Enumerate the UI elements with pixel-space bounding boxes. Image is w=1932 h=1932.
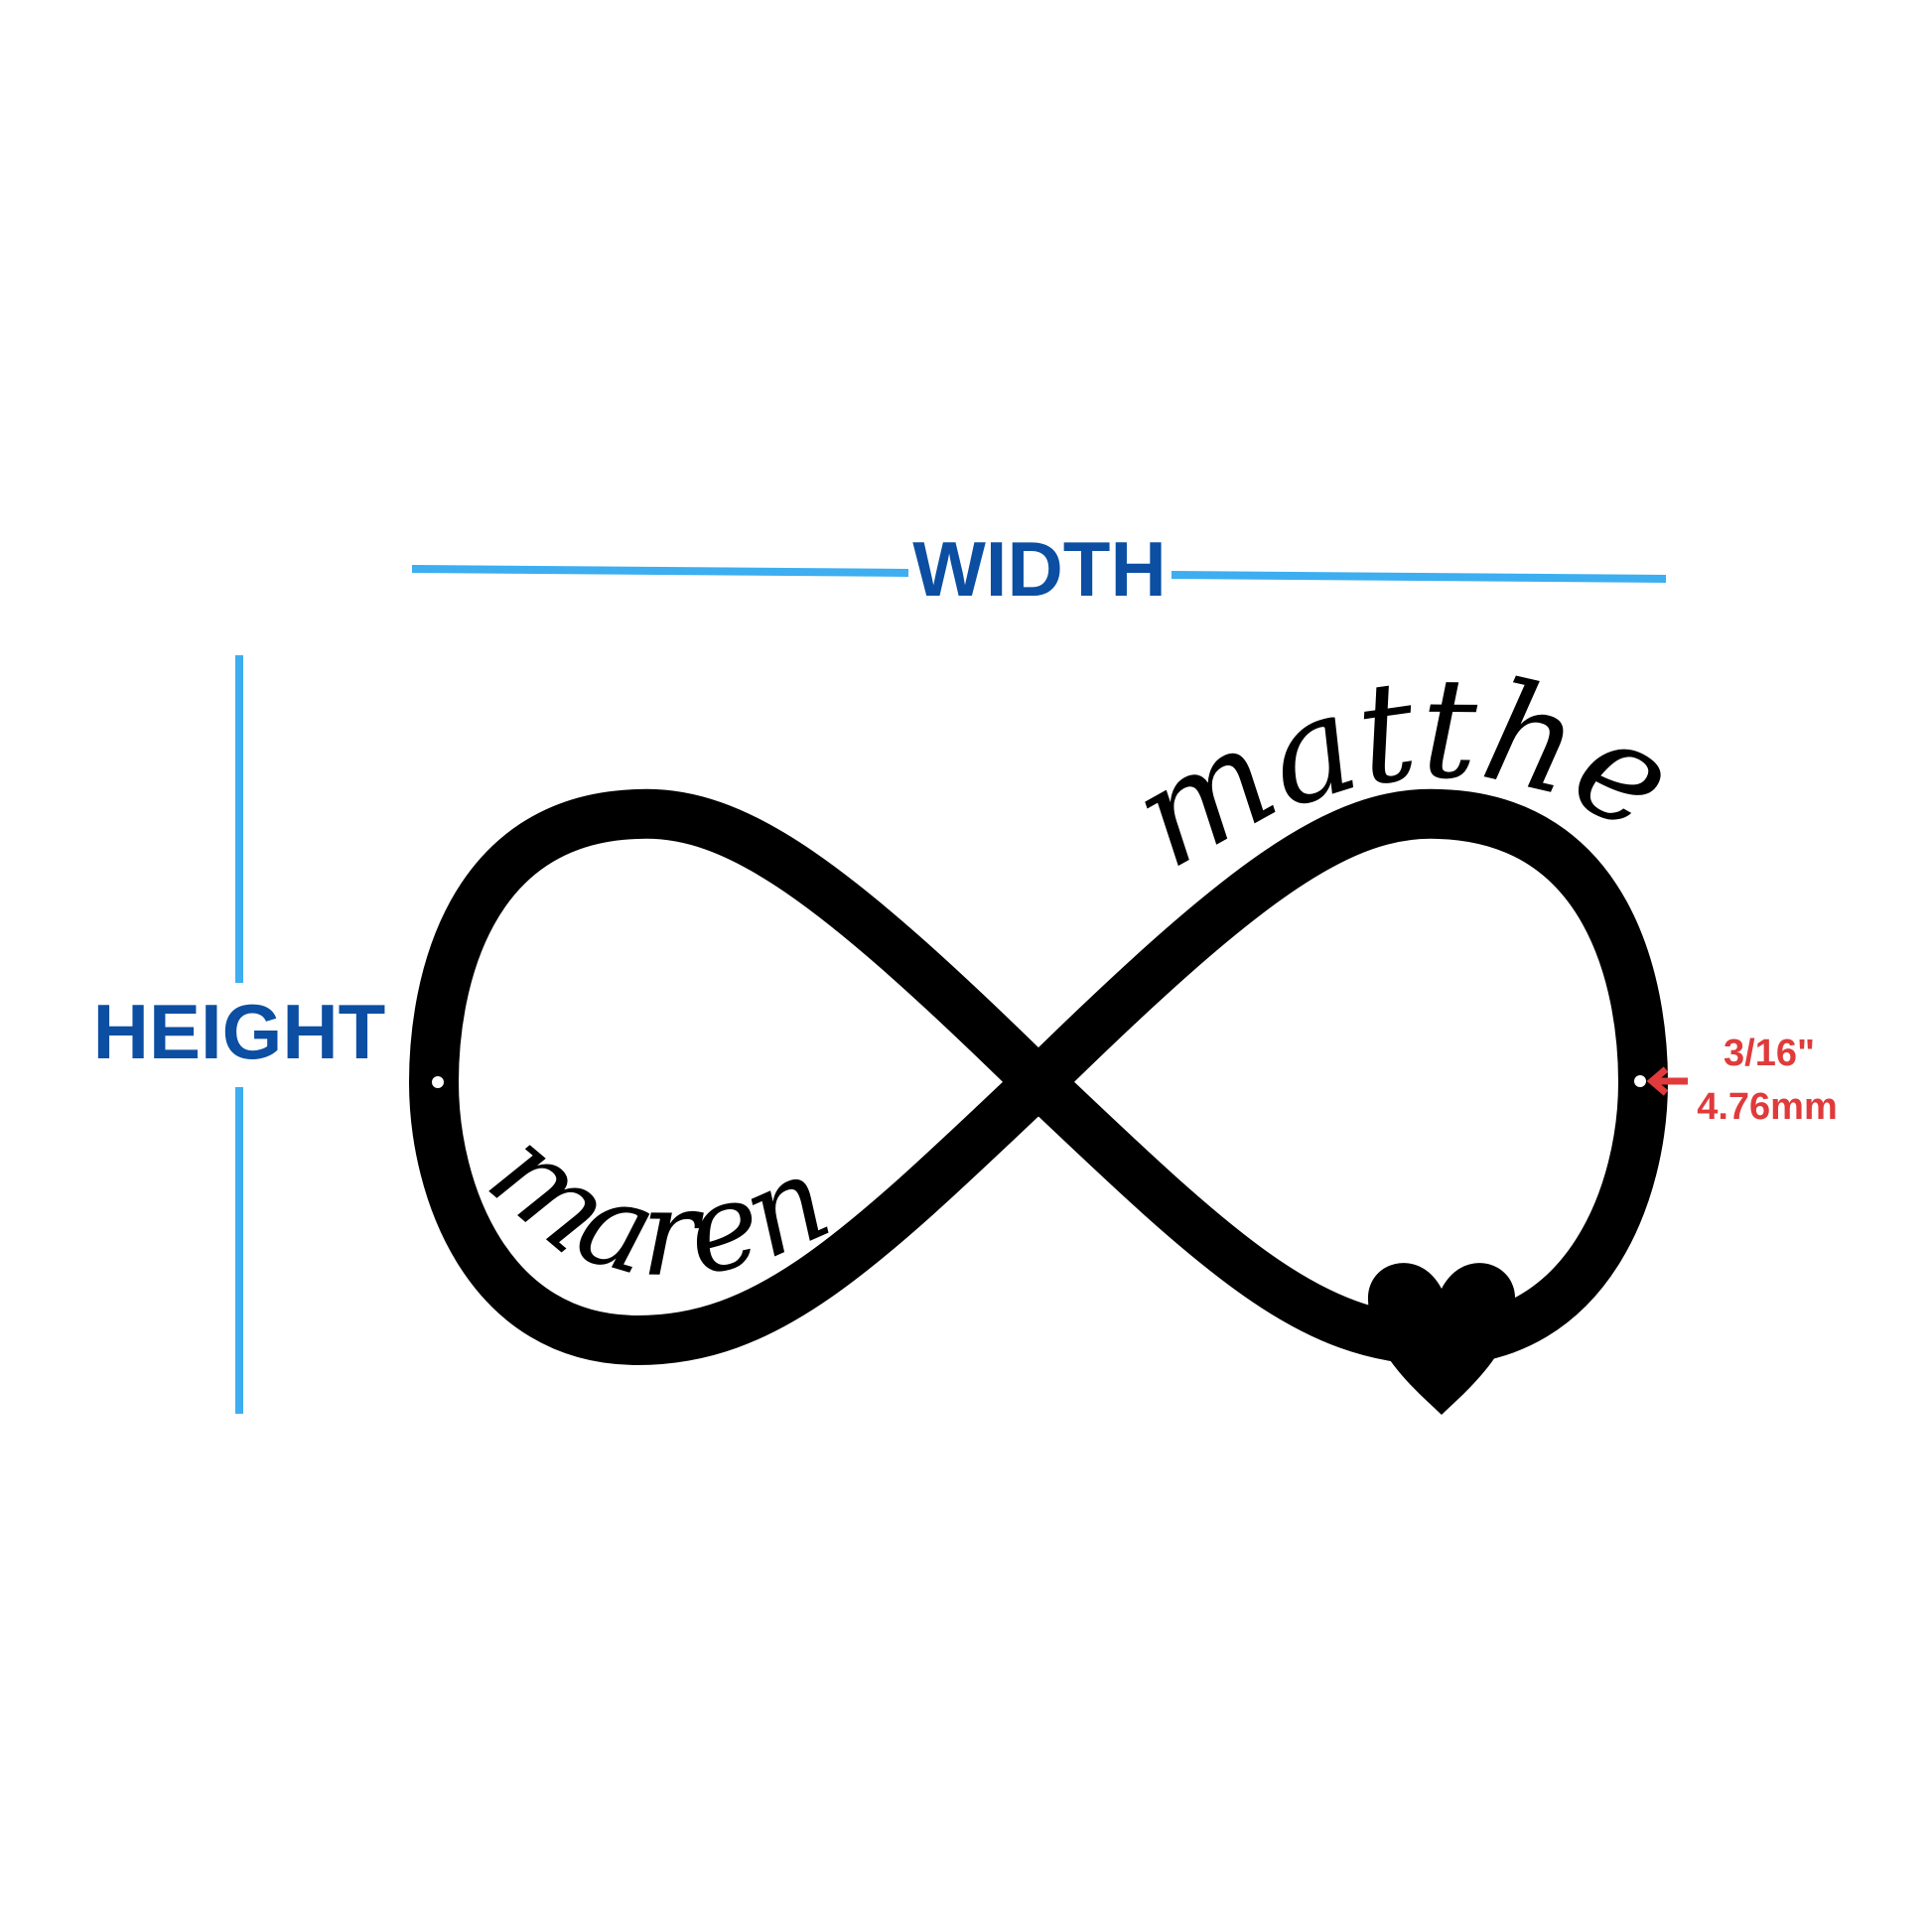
width-line-right [1171,571,1667,583]
heart-icon [1367,1263,1516,1415]
width-line-left [411,565,909,577]
height-label: HEIGHT [93,988,386,1075]
width-label: WIDTH [912,525,1167,613]
arrow-left-icon [1646,1066,1688,1096]
hole-size-metric: 4.76mm [1697,1086,1838,1128]
infinity-sign [408,788,1669,1366]
mounting-hole-right [1634,1075,1646,1087]
name-right: matthew [0,0,1699,900]
hole-size-imperial: 3/16" [1724,1033,1815,1074]
mounting-hole-left [432,1076,444,1088]
